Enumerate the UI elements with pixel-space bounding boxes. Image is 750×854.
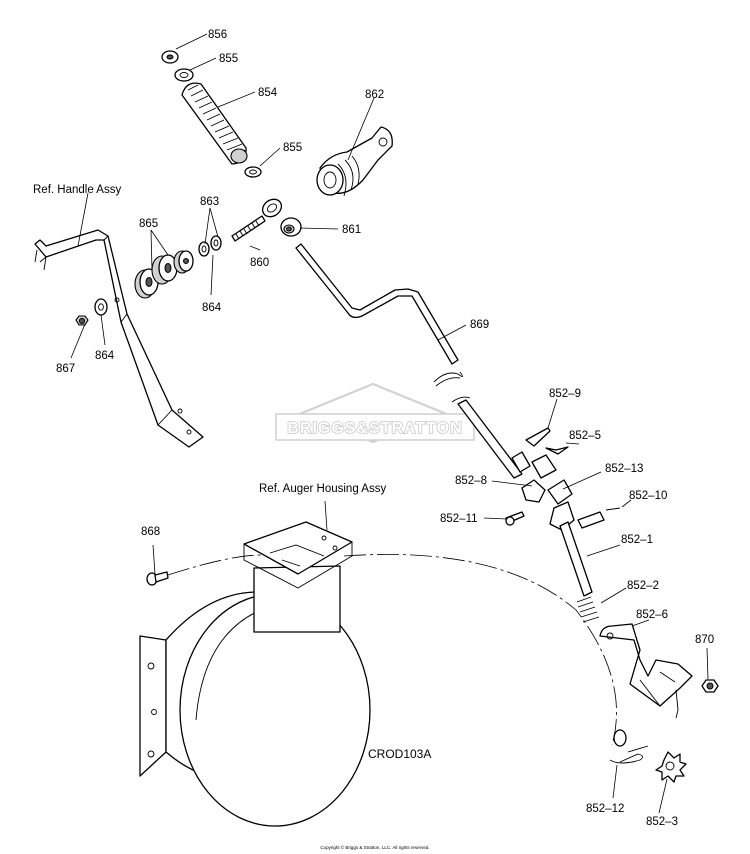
washers-863 bbox=[198, 235, 222, 257]
briggs-stratton-watermark: BRIGGS&STRATTON bbox=[275, 382, 475, 444]
watermark-text: BRIGGS&STRATTON bbox=[287, 420, 462, 437]
label-852-11: 852–11 bbox=[440, 513, 478, 525]
eye-bolt-860 bbox=[231, 198, 283, 242]
nut-861 bbox=[280, 217, 302, 237]
ref-auger-housing-assy: Ref. Auger Housing Assy bbox=[259, 483, 386, 495]
pin-852-12 bbox=[609, 729, 649, 764]
label-855-lower: 855 bbox=[283, 142, 302, 154]
knob-862 bbox=[316, 126, 393, 197]
ref-handle-assy: Ref. Handle Assy bbox=[33, 184, 121, 196]
label-854: 854 bbox=[258, 87, 278, 99]
label-852-9: 852–9 bbox=[549, 388, 581, 400]
bolt-868 bbox=[146, 571, 169, 586]
label-852-13: 852–13 bbox=[605, 463, 643, 475]
label-855-top: 855 bbox=[219, 53, 238, 65]
pulley-865 bbox=[134, 250, 194, 299]
nut-870 bbox=[701, 679, 719, 693]
linkage-852 bbox=[505, 427, 693, 719]
label-868: 868 bbox=[141, 526, 160, 538]
grip-854 bbox=[181, 82, 248, 165]
label-865: 865 bbox=[139, 218, 158, 230]
label-864-upper: 864 bbox=[202, 302, 222, 314]
label-852-5: 852–5 bbox=[569, 430, 601, 442]
label-856: 856 bbox=[208, 29, 227, 41]
auger-housing bbox=[139, 521, 371, 827]
label-862: 862 bbox=[365, 89, 384, 101]
label-864-lower: 864 bbox=[95, 350, 115, 362]
gear-852-3 bbox=[655, 751, 687, 783]
label-863: 863 bbox=[200, 196, 219, 208]
washer-855-top bbox=[174, 68, 194, 82]
washer-864-lower bbox=[94, 298, 108, 316]
label-852-6: 852–6 bbox=[636, 609, 668, 621]
label-852-12: 852–12 bbox=[586, 803, 624, 815]
copyright-notice: Copyright © Briggs & Stratton, LLC. All … bbox=[320, 844, 429, 850]
control-rod-869 bbox=[295, 243, 531, 479]
label-861: 861 bbox=[342, 224, 361, 236]
label-852-8: 852–8 bbox=[455, 475, 487, 487]
diagram-code: CROD103A bbox=[368, 747, 431, 761]
label-852-3: 852–3 bbox=[646, 816, 678, 828]
label-860: 860 bbox=[250, 257, 269, 269]
label-870: 870 bbox=[695, 634, 714, 646]
leader-lines bbox=[70, 33, 709, 814]
label-852-1: 852–1 bbox=[621, 534, 653, 546]
label-867: 867 bbox=[56, 363, 75, 375]
nut-856 bbox=[161, 50, 179, 64]
reference-curve bbox=[167, 554, 617, 746]
nut-867 bbox=[75, 315, 89, 326]
label-869: 869 bbox=[470, 319, 489, 331]
handle-assembly bbox=[34, 229, 204, 448]
label-852-2: 852–2 bbox=[627, 580, 659, 592]
label-852-10: 852–10 bbox=[629, 490, 667, 502]
washer-855-lower bbox=[244, 166, 262, 178]
